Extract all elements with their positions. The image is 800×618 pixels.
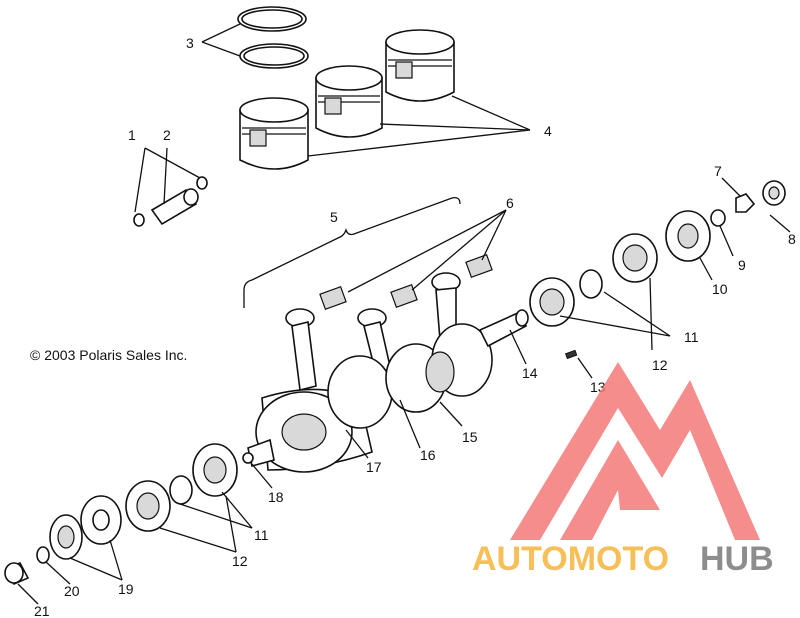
callout-6: 6	[506, 195, 514, 211]
callout-2: 2	[163, 127, 171, 143]
callout-1: 1	[128, 127, 136, 143]
callout-12-left: 12	[232, 553, 248, 569]
callout-18: 18	[268, 489, 284, 505]
callout-9: 9	[738, 257, 746, 273]
callout-8: 8	[788, 231, 796, 247]
callout-12-right: 12	[652, 357, 668, 373]
callout-16: 16	[420, 447, 436, 463]
callout-19: 19	[118, 581, 134, 597]
watermark-triangle-inner	[560, 440, 660, 540]
wrist-pin-clip-right	[196, 176, 208, 190]
connecting-rod-group-bracket	[243, 196, 461, 308]
piston-left	[239, 97, 309, 170]
callout-numbers: 3 4 1 2 5 6 7 8 9 10 11 12 13 14 15 16 1…	[34, 35, 796, 618]
callout-4: 4	[544, 123, 552, 139]
piston-middle	[315, 65, 383, 138]
watermark-triangle-outer	[510, 362, 760, 540]
callout-3: 3	[186, 35, 194, 51]
left-side-bearings	[4, 443, 238, 586]
copyright-notice: © 2003 Polaris Sales Inc.	[30, 347, 187, 363]
needle-bearings	[319, 253, 493, 311]
callout-15: 15	[462, 429, 478, 445]
piston-right	[385, 29, 455, 102]
wrist-pin	[150, 188, 199, 226]
wrist-pin-clip-left	[133, 213, 145, 227]
callout-5: 5	[330, 209, 338, 225]
callout-17: 17	[366, 459, 382, 475]
watermark-text-hub: HUB	[700, 540, 774, 578]
right-side-bearings	[529, 180, 786, 327]
watermark-text-automoto: AUTOMOTO	[472, 540, 669, 578]
woodruff-key	[564, 349, 578, 360]
callout-21: 21	[34, 603, 50, 618]
callout-7: 7	[714, 163, 722, 179]
callout-11-right: 11	[684, 329, 699, 345]
watermark-logo: AUTOMOTO HUB	[472, 362, 774, 578]
crankshaft	[242, 309, 529, 473]
piston-rings	[237, 6, 309, 69]
callout-20: 20	[64, 583, 80, 599]
callout-10: 10	[712, 281, 728, 297]
callout-14: 14	[522, 365, 538, 381]
callout-11-left: 11	[254, 527, 269, 543]
leader-lines	[17, 23, 791, 605]
